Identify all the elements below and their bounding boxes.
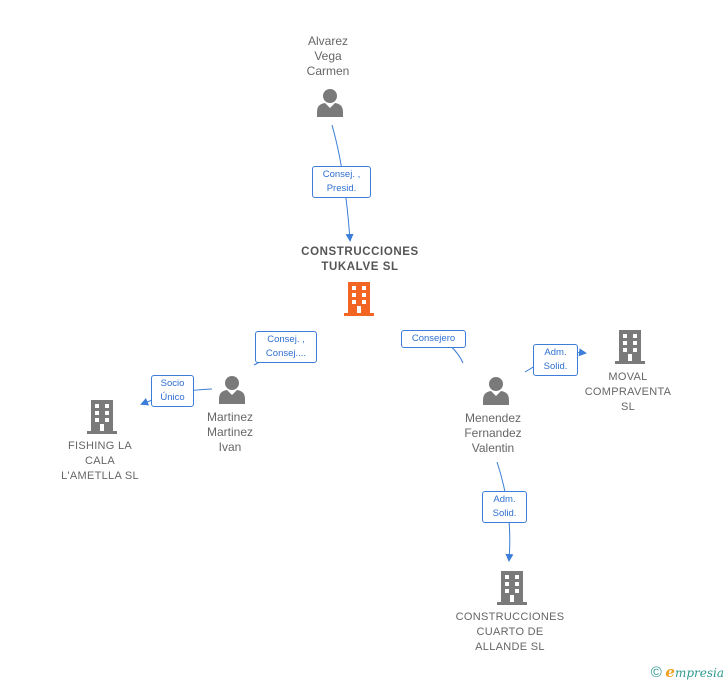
footer-brand[interactable]: © empresia [651, 663, 724, 681]
edge-label-menendez-tukalve[interactable]: Consejero [401, 330, 466, 348]
copyright-symbol: © [650, 664, 662, 681]
node-label-fishing[interactable]: FISHING LA CALA L'AMETLLA SL [61, 440, 139, 482]
building-icon[interactable] [87, 400, 117, 434]
edge-label-alvarez-tukalve[interactable]: Consej. , Presid. [312, 166, 371, 198]
building-icon[interactable] [497, 571, 527, 605]
node-label-alvarez[interactable]: Alvarez Vega Carmen [306, 34, 350, 78]
node-label-cuarto[interactable]: CONSTRUCCIONES CUARTO DE ALLANDE SL [455, 611, 565, 653]
edge-label-menendez-cuarto[interactable]: Adm. Solid. [482, 491, 527, 523]
brand-logo-text: mpresia [674, 666, 724, 680]
brand-logo-initial: e [665, 663, 675, 681]
person-icon[interactable] [219, 376, 245, 404]
node-label-martinez[interactable]: Martinez Martinez Ivan [206, 410, 253, 454]
person-icon[interactable] [317, 89, 343, 117]
node-label-menendez[interactable]: Menendez Fernandez Valentin [464, 411, 522, 455]
node-label-tukalve[interactable]: CONSTRUCCIONES TUKALVE SL [301, 246, 419, 273]
person-icon[interactable] [483, 377, 509, 405]
node-label-moval[interactable]: MOVAL COMPRAVENTA SL [584, 371, 672, 413]
edge-label-martinez-fishing[interactable]: Socio Único [151, 375, 194, 407]
edge-label-martinez-tukalve[interactable]: Consej. , Consej.... [255, 331, 317, 363]
edge-label-menendez-moval[interactable]: Adm. Solid. [533, 344, 578, 376]
building-icon[interactable] [615, 330, 645, 364]
building-icon-main[interactable] [344, 282, 374, 316]
